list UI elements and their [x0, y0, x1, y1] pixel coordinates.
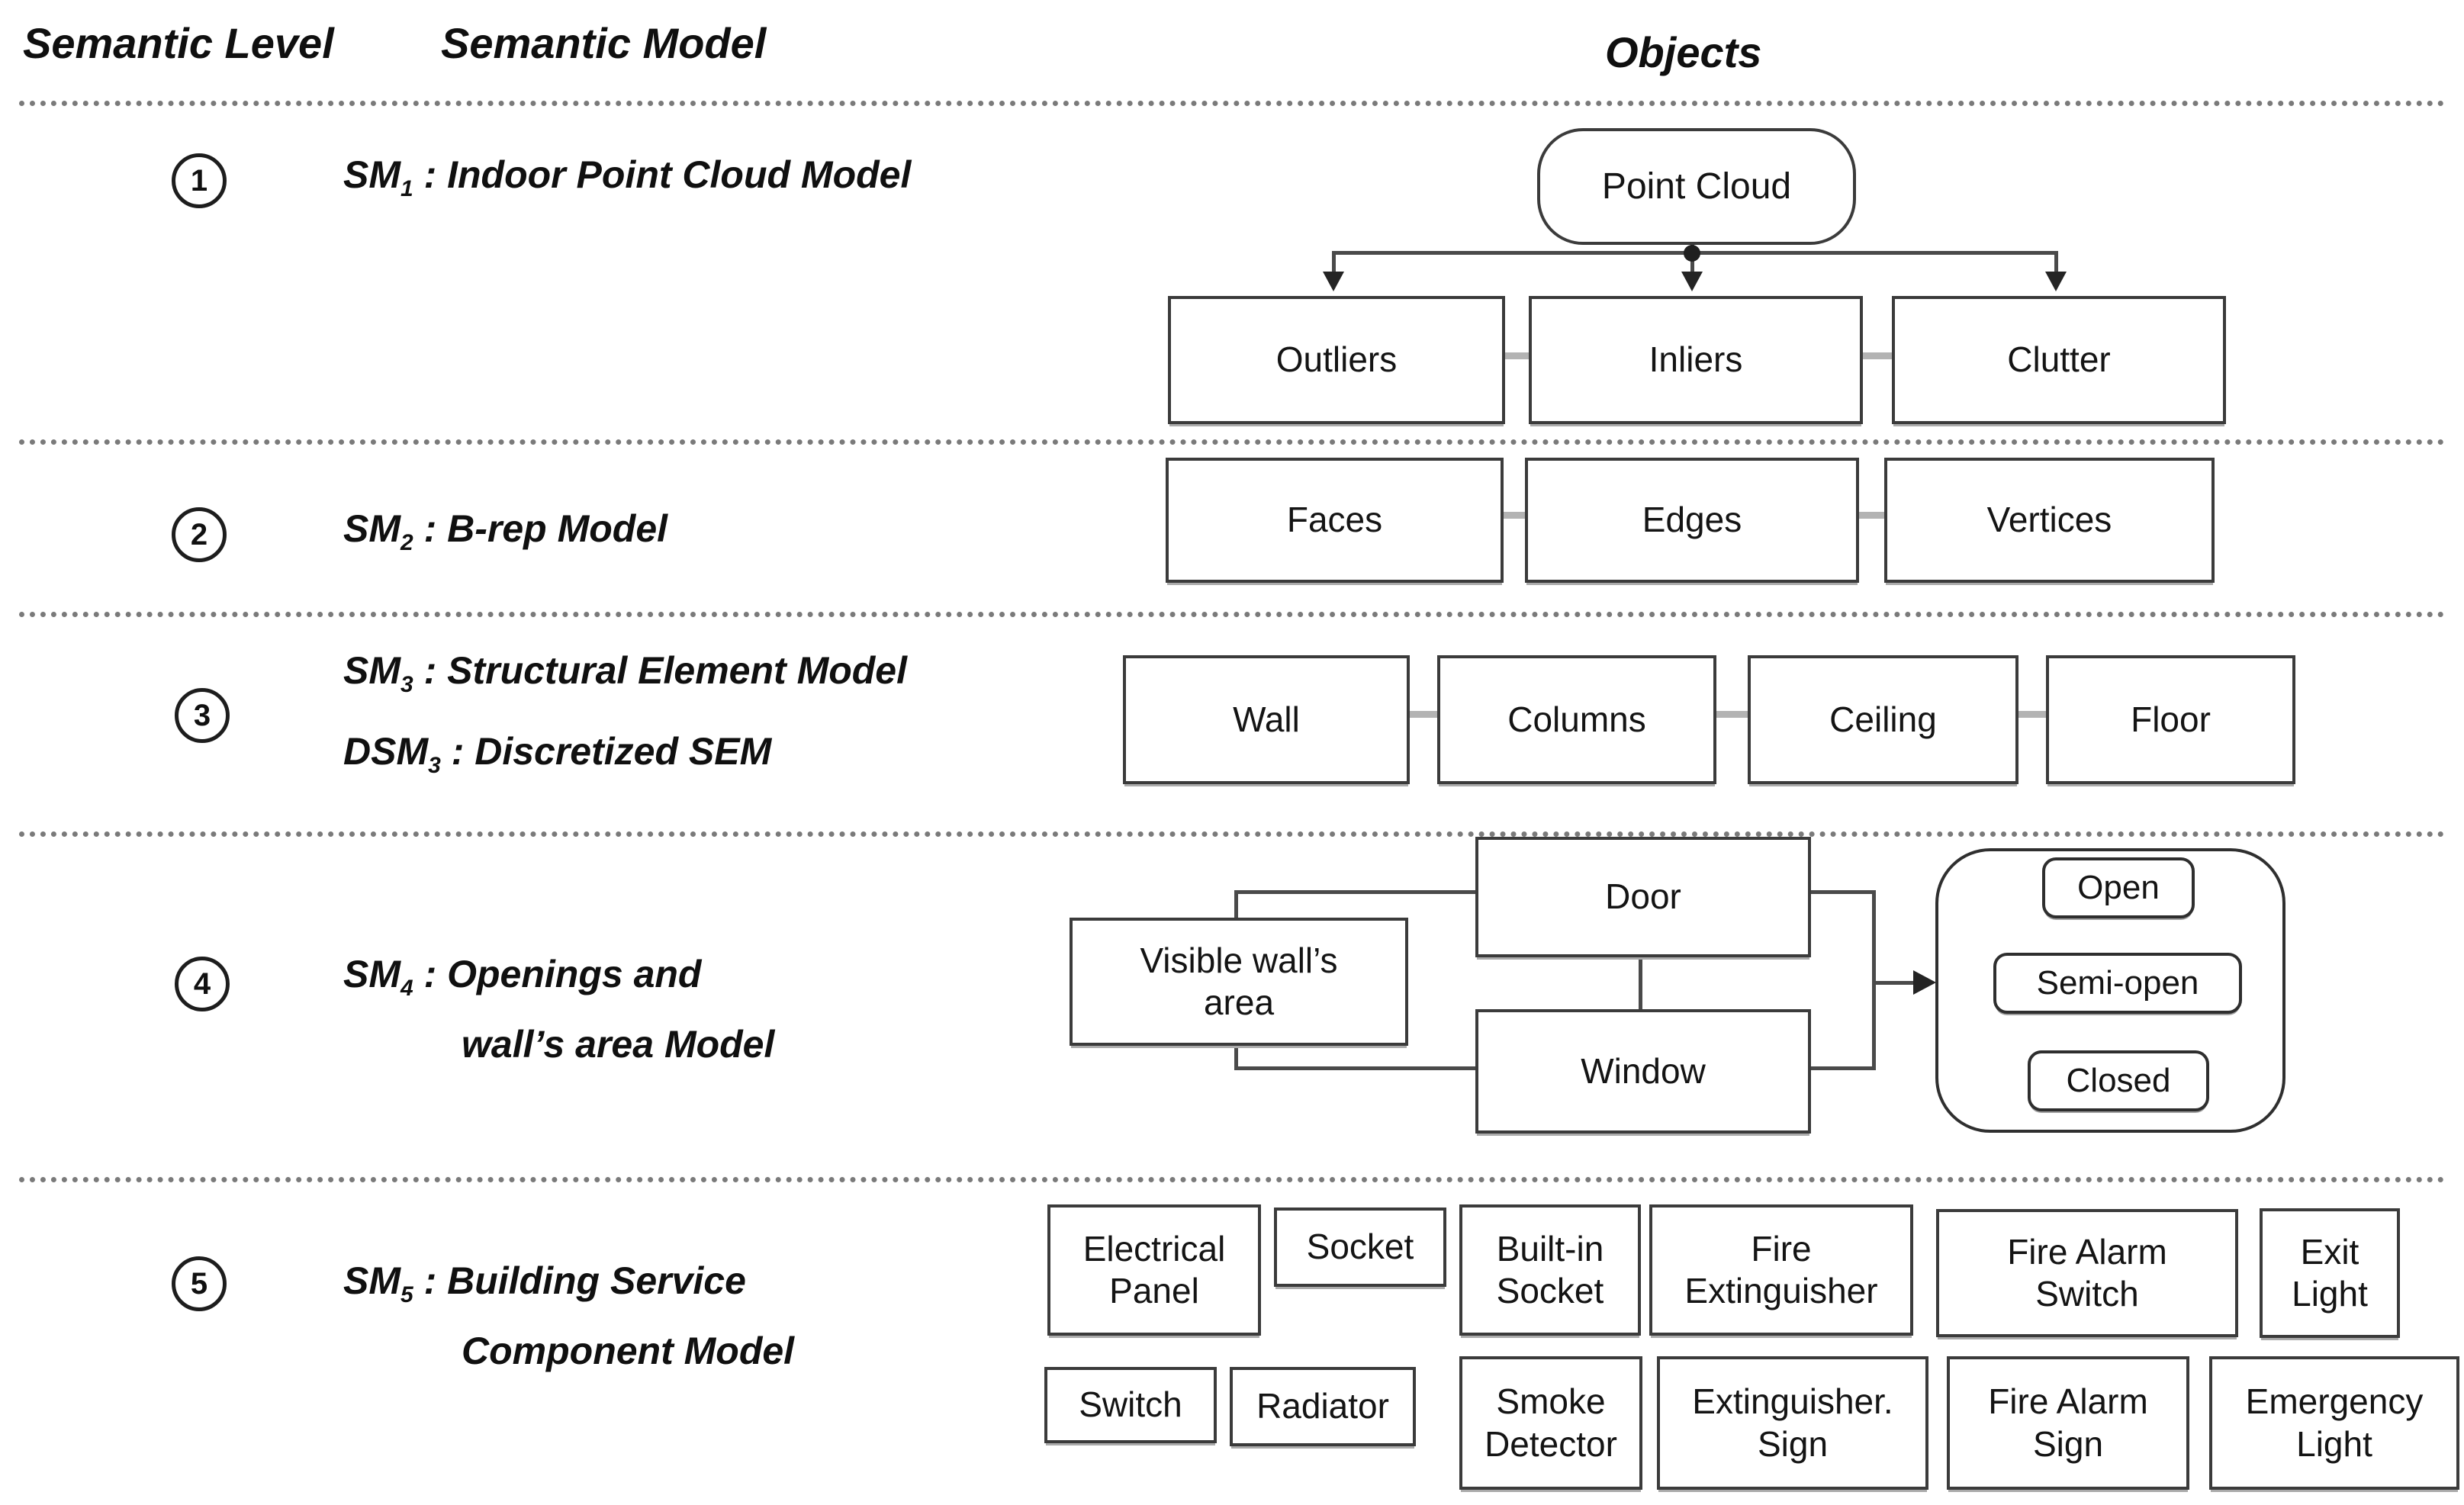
- node-electrical-panel: Electrical Panel: [1047, 1204, 1261, 1336]
- sibling-link: [2010, 711, 2048, 718]
- node-vertices: Vertices: [1884, 458, 2215, 583]
- sibling-link: [1854, 352, 1894, 359]
- level-4-badge: 4: [175, 957, 230, 1011]
- dotted-divider: [19, 1177, 2445, 1182]
- connector-door-window: [1639, 951, 1642, 1011]
- node-built-in-socket: Built-in Socket: [1459, 1204, 1641, 1336]
- level-3-number: 3: [193, 698, 211, 732]
- state-open: Open: [2042, 857, 2195, 918]
- node-clutter: Clutter: [1892, 296, 2226, 424]
- node-wall: Wall: [1123, 655, 1410, 784]
- model-label-sm5-line1: SM5 : Building Service: [343, 1259, 746, 1307]
- sibling-link: [1851, 512, 1887, 519]
- column-header-semantic-model: Semantic Model: [441, 19, 767, 67]
- model-label-sm4-line2: wall’s area Model: [462, 1023, 775, 1066]
- node-fire-alarm-sign: Fire Alarm Sign: [1947, 1356, 2189, 1490]
- level-2-number: 2: [190, 517, 208, 552]
- dotted-divider: [19, 831, 2445, 837]
- level-3-badge: 3: [175, 688, 230, 743]
- connector-junction-dot: [1684, 245, 1700, 262]
- node-floor: Floor: [2046, 655, 2295, 784]
- connector-right-vertical: [1872, 890, 1876, 1070]
- node-smoke-detector: Smoke Detector: [1459, 1356, 1642, 1490]
- node-outliers: Outliers: [1168, 296, 1505, 424]
- node-socket: Socket: [1274, 1208, 1446, 1287]
- sibling-link: [1497, 352, 1531, 359]
- node-faces: Faces: [1166, 458, 1504, 583]
- node-inliers: Inliers: [1529, 296, 1863, 424]
- column-header-semantic-level: Semantic Level: [23, 19, 334, 67]
- level-5-badge: 5: [172, 1256, 227, 1311]
- sibling-link: [1708, 711, 1750, 718]
- sibling-link: [1401, 711, 1439, 718]
- sibling-link: [1495, 512, 1527, 519]
- level-1-number: 1: [190, 163, 208, 198]
- node-emergency-light: Emergency Light: [2209, 1356, 2459, 1490]
- level-4-number: 4: [193, 966, 211, 1001]
- arrow-to-outliers: [1323, 272, 1344, 291]
- state-closed: Closed: [2028, 1050, 2209, 1111]
- node-exit-light: Exit Light: [2260, 1208, 2400, 1338]
- connector-visible-window: [1234, 1066, 1475, 1070]
- node-fire-alarm-switch: Fire Alarm Switch: [1936, 1209, 2238, 1337]
- connector-window-right: [1805, 1066, 1876, 1070]
- node-door: Door: [1475, 837, 1811, 957]
- dotted-divider: [19, 439, 2445, 445]
- state-semi-open: Semi-open: [1993, 953, 2242, 1014]
- node-radiator: Radiator: [1230, 1367, 1416, 1446]
- connector-stem-inliers: [1690, 253, 1694, 273]
- model-label-sm1: SM1 : Indoor Point Cloud Model: [343, 153, 912, 201]
- node-columns: Columns: [1437, 655, 1716, 784]
- level-2-badge: 2: [172, 507, 227, 562]
- dotted-divider: [19, 101, 2445, 106]
- node-edges: Edges: [1525, 458, 1859, 583]
- node-extinguisher-sign: Extinguisher. Sign: [1657, 1356, 1928, 1490]
- connector-stem-outliers: [1332, 253, 1336, 273]
- node-fire-extinguisher: Fire Extinguisher: [1649, 1204, 1913, 1336]
- node-switch: Switch: [1044, 1367, 1217, 1443]
- dotted-divider: [19, 612, 2445, 617]
- arrow-to-states: [1913, 970, 1936, 995]
- node-ceiling: Ceiling: [1748, 655, 2018, 784]
- node-visible-walls-area: Visible wall’s area: [1070, 918, 1408, 1046]
- node-point-cloud: Point Cloud: [1537, 128, 1856, 245]
- column-header-objects: Objects: [1605, 28, 1762, 76]
- connector-to-states: [1876, 981, 1916, 985]
- model-label-sm3: SM3 : Structural Element Model: [343, 649, 908, 697]
- arrow-to-inliers: [1681, 272, 1703, 291]
- node-window: Window: [1475, 1009, 1811, 1134]
- model-label-sm2: SM2 : B-rep Model: [343, 507, 668, 555]
- connector-stem-clutter: [2054, 253, 2058, 273]
- connector-visible-door: [1234, 890, 1475, 894]
- arrow-to-clutter: [2045, 272, 2067, 291]
- model-label-sm4-line1: SM4 : Openings and: [343, 953, 702, 1001]
- level-1-badge: 1: [172, 153, 227, 208]
- connector-door-right: [1805, 890, 1876, 894]
- model-label-sm5-line2: Component Model: [462, 1330, 795, 1372]
- level-5-number: 5: [190, 1266, 208, 1301]
- model-label-dsm3: DSM3 : Discretized SEM: [343, 730, 772, 778]
